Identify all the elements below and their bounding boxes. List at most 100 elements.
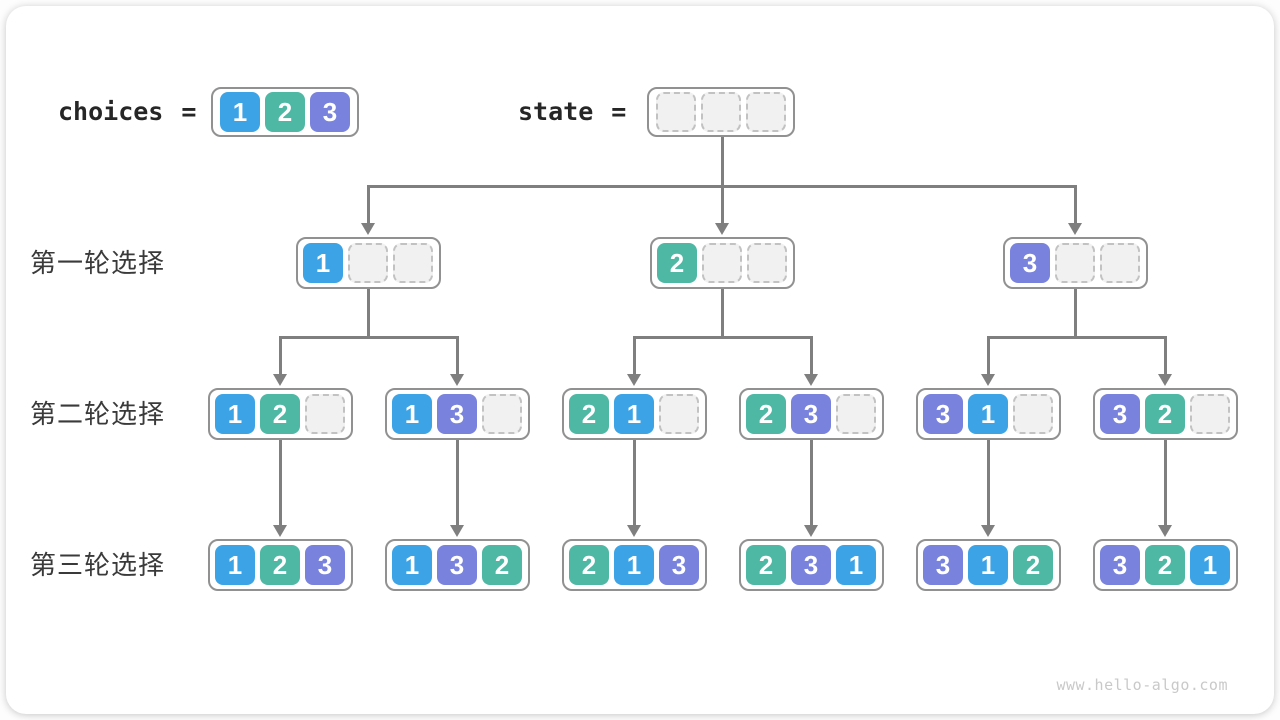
cell-3: 3 (310, 92, 350, 132)
arrowhead-icon (804, 525, 818, 537)
array-box (647, 87, 795, 137)
state-equals-sign: = (611, 97, 627, 126)
cell-2: 2 (746, 394, 786, 434)
connector-line (809, 335, 813, 375)
cell-2: 2 (260, 545, 300, 585)
connector-line (632, 335, 813, 339)
connector-line (278, 335, 282, 375)
cell-1: 1 (392, 394, 432, 434)
connector-line (809, 440, 813, 526)
cell-empty (702, 243, 742, 283)
arrowhead-icon (450, 374, 464, 386)
connector-line (1163, 440, 1167, 526)
cell-1: 1 (215, 394, 255, 434)
cell-3: 3 (1010, 243, 1050, 283)
connector-line (455, 335, 459, 375)
connector-line (720, 289, 724, 337)
cell-3: 3 (923, 394, 963, 434)
cell-empty (659, 394, 699, 434)
cell-2: 2 (265, 92, 305, 132)
choices-label: choices (58, 97, 164, 126)
cell-2: 2 (260, 394, 300, 434)
array-box: 2 (649, 237, 795, 289)
cell-3: 3 (1100, 545, 1140, 585)
connector-line (455, 440, 459, 526)
cell-1: 1 (215, 545, 255, 585)
cell-empty (1100, 243, 1140, 283)
cell-empty (836, 394, 876, 434)
round-2-label: 第二轮选择 (30, 399, 166, 429)
cell-3: 3 (1100, 394, 1140, 434)
cell-empty (1055, 243, 1095, 283)
cell-1: 1 (303, 243, 343, 283)
connector-line (720, 137, 724, 186)
cell-empty (656, 92, 696, 132)
arrowhead-icon (273, 374, 287, 386)
cell-empty (701, 92, 741, 132)
choices-equals-sign: = (181, 97, 197, 126)
round-3-label: 第三轮选择 (30, 550, 166, 580)
arrowhead-icon (361, 223, 375, 235)
cell-3: 3 (437, 394, 477, 434)
watermark-text: www.hello-algo.com (1056, 676, 1228, 694)
array-box: 1 (295, 237, 441, 289)
connector-line (720, 184, 724, 224)
connector-line (366, 184, 370, 224)
cell-2: 2 (569, 545, 609, 585)
cell-2: 2 (569, 394, 609, 434)
cell-2: 2 (1013, 545, 1053, 585)
cell-empty (746, 92, 786, 132)
cell-3: 3 (659, 545, 699, 585)
connector-line (632, 440, 636, 526)
state-label: state (518, 97, 594, 126)
cell-1: 1 (968, 545, 1008, 585)
cell-2: 2 (482, 545, 522, 585)
connector-line (1073, 289, 1077, 337)
choices-label-group: choices = (58, 99, 196, 125)
arrowhead-icon (1158, 525, 1172, 537)
arrowhead-icon (804, 374, 818, 386)
state-label-group: state = (518, 99, 626, 125)
connector-line (278, 335, 459, 339)
arrowhead-icon (1158, 374, 1172, 386)
connector-line (366, 289, 370, 337)
cell-2: 2 (657, 243, 697, 283)
connector-line (632, 335, 636, 375)
cell-empty (1013, 394, 1053, 434)
connector-line (1073, 184, 1077, 224)
cell-1: 1 (968, 394, 1008, 434)
cell-1: 1 (836, 545, 876, 585)
arrowhead-icon (715, 223, 729, 235)
connector-line (986, 335, 990, 375)
arrowhead-icon (1068, 223, 1082, 235)
arrowhead-icon (981, 525, 995, 537)
cell-empty (1190, 394, 1230, 434)
connector-line (278, 440, 282, 526)
connector-line (986, 440, 990, 526)
cell-3: 3 (791, 394, 831, 434)
cell-3: 3 (437, 545, 477, 585)
cell-1: 1 (220, 92, 260, 132)
cell-empty (747, 243, 787, 283)
cell-empty (482, 394, 522, 434)
arrowhead-icon (627, 374, 641, 386)
arrowhead-icon (273, 525, 287, 537)
cell-1: 1 (1190, 545, 1230, 585)
array-box: 3 (1002, 237, 1148, 289)
arrowhead-icon (981, 374, 995, 386)
cell-1: 1 (614, 394, 654, 434)
cell-2: 2 (1145, 545, 1185, 585)
